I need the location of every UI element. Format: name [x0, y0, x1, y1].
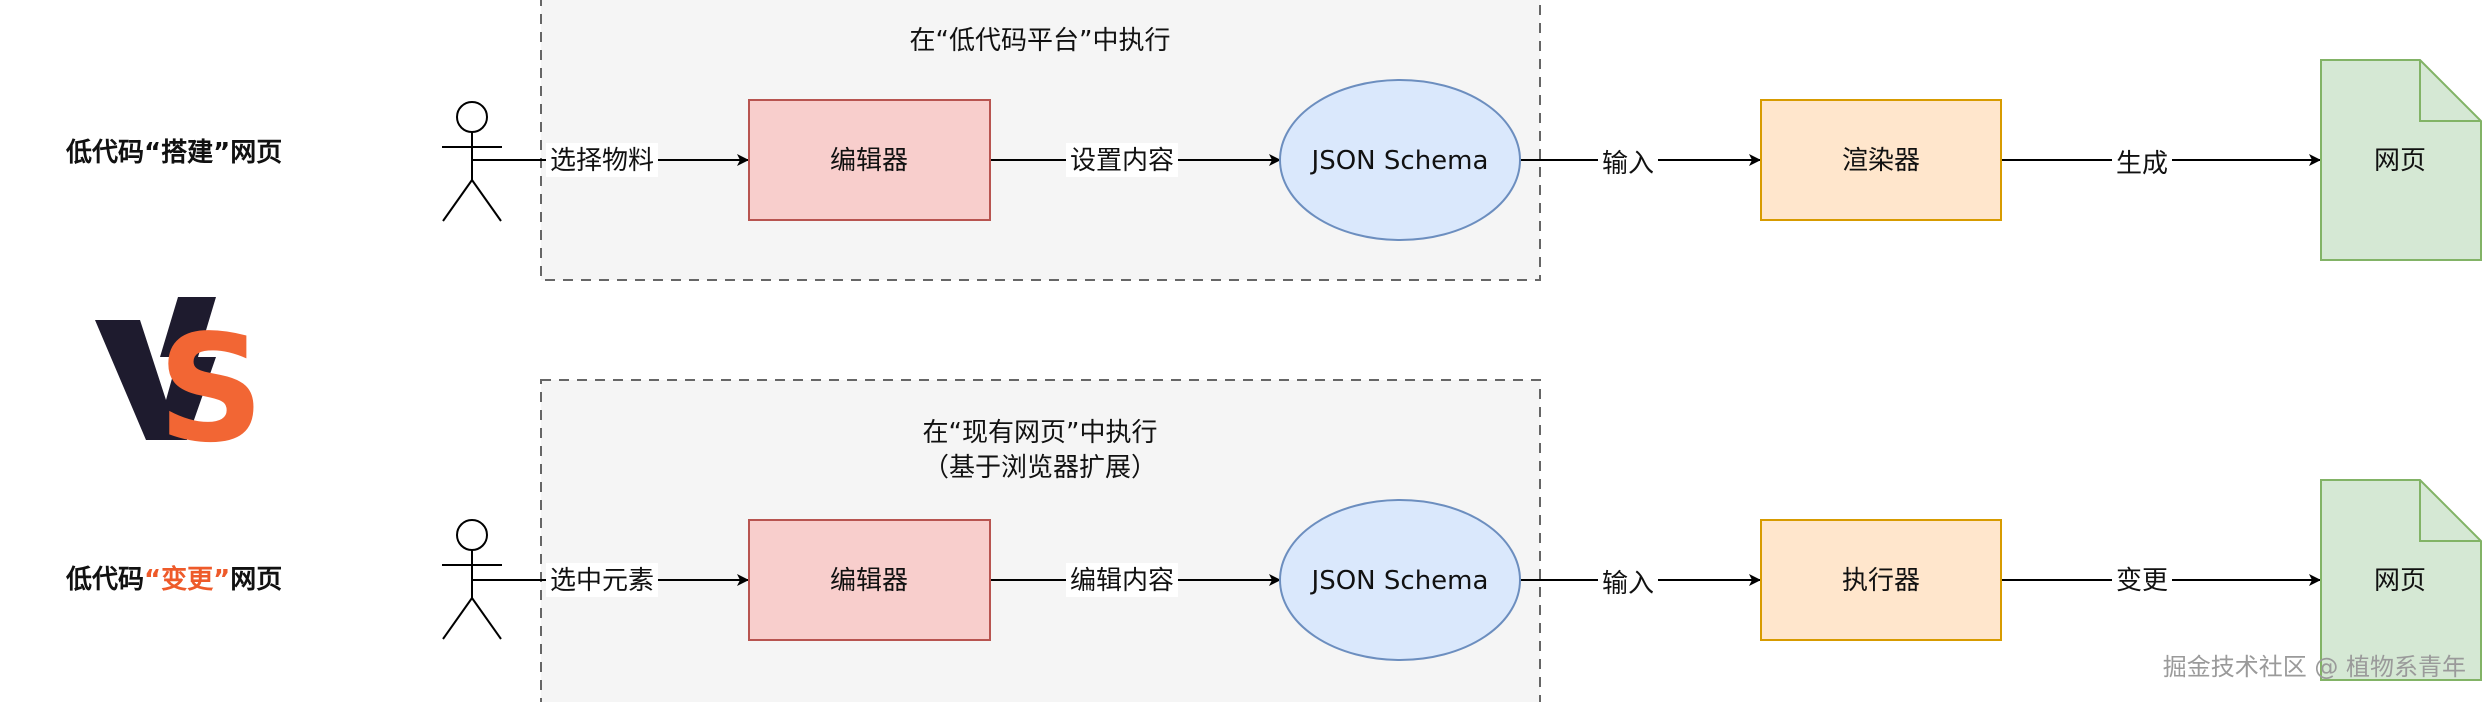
editor-node-bottom	[748, 519, 991, 641]
group-title-bottom-line1: 在“现有网页”中执行	[923, 418, 1158, 448]
edge-label-select: 选中元素	[550, 566, 654, 596]
document-page-icon	[2320, 479, 2482, 681]
schema-node-bottom	[1279, 499, 1521, 661]
row-label-suffix: 网页	[230, 138, 282, 168]
vs-logo-s: S	[158, 303, 265, 475]
actor-icon	[442, 519, 502, 640]
row-top: 在“低代码平台”中执行 低代码“搭建”网页 选择物料 设置内容 输入 生成 编辑…	[65, 0, 2482, 281]
row-label-prefix: 低代码	[65, 565, 144, 595]
vs-logo-v-arm	[160, 297, 216, 357]
edge-label-result: 生成	[2116, 149, 2168, 179]
watermark: 掘金技术社区 @ 植物系青年	[2163, 653, 2466, 681]
row-label-highlight: “变更”	[144, 564, 230, 595]
editor-label-top: 编辑器	[830, 146, 908, 176]
group-title-top: 在“低代码平台”中执行	[910, 26, 1171, 56]
edge-label-select: 选择物料	[550, 146, 654, 176]
edge-label-content: 设置内容	[1070, 146, 1174, 176]
editor-label-bottom: 编辑器	[830, 566, 908, 596]
output-label-bottom: 网页	[2374, 566, 2426, 596]
group-title-bottom-line2: （基于浏览器扩展）	[923, 453, 1157, 483]
document-page-icon	[2320, 59, 2482, 261]
row-label-bottom: 低代码“变更”网页	[65, 564, 282, 595]
row-bottom: 在“现有网页”中执行 （基于浏览器扩展） 低代码“变更”网页 选中元素 编辑内容…	[65, 379, 2482, 702]
vs-logo-v	[95, 320, 216, 440]
processor-node-bottom	[1760, 519, 2002, 641]
vs-logo: S	[95, 297, 264, 475]
edge-label-result: 变更	[2116, 566, 2168, 596]
edge-label-input: 输入	[1602, 569, 1654, 599]
edge-label-input: 输入	[1602, 149, 1654, 179]
processor-label-top: 渲染器	[1842, 146, 1920, 176]
row-label-highlight: “搭建”	[144, 138, 230, 168]
edge-label-content: 编辑内容	[1070, 566, 1174, 596]
output-label-top: 网页	[2374, 146, 2426, 176]
processor-node-top	[1760, 99, 2002, 221]
schema-label-bottom: JSON Schema	[1310, 566, 1489, 596]
schema-label-top: JSON Schema	[1310, 146, 1489, 176]
row-label-prefix: 低代码	[65, 138, 144, 168]
schema-node-top	[1279, 79, 1521, 241]
editor-node-top	[748, 99, 991, 221]
row-label-suffix: 网页	[230, 565, 282, 595]
actor-icon	[442, 101, 502, 222]
row-label-top: 低代码“搭建”网页	[65, 138, 282, 168]
processor-label-bottom: 执行器	[1842, 566, 1920, 596]
